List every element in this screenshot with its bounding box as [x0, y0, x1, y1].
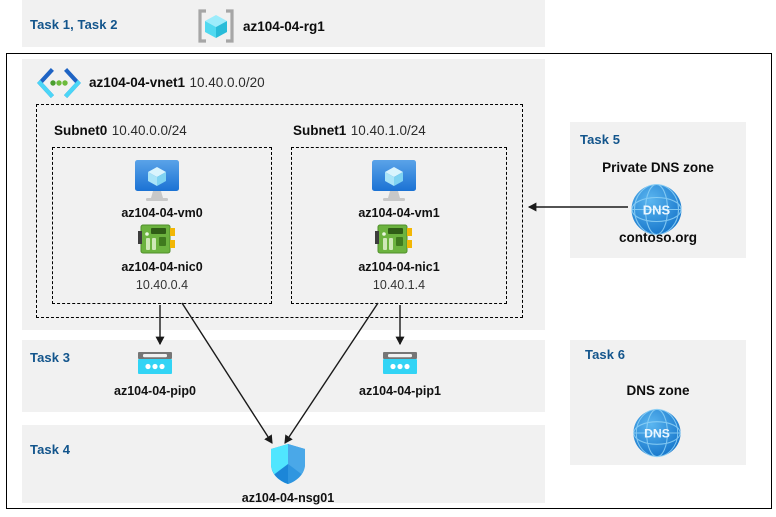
- public-ip-1-label: az104-04-pip1: [359, 384, 441, 398]
- subnet-0-name: Subnet0: [54, 123, 108, 138]
- private-dns-name: contoso.org: [619, 230, 697, 245]
- virtual-machine-icon: [129, 158, 185, 202]
- vnet-header: az104-04-vnet1 10.40.0.0/20: [36, 68, 265, 98]
- dns-globe-icon: DNS: [632, 408, 682, 458]
- resource-group-name: az104-04-rg1: [243, 18, 325, 34]
- nic-1-ip: 10.40.1.4: [372, 278, 426, 292]
- public-ip-1: az104-04-pip1: [345, 350, 455, 398]
- task-label-4: Task 4: [30, 442, 71, 457]
- dns-globe-icon: DNS: [630, 183, 683, 236]
- vnet-title-group: az104-04-vnet1 10.40.0.0/20: [89, 74, 265, 92]
- subnet-1-cidr: 10.40.1.0/24: [350, 123, 426, 138]
- vm-1-label: az104-04-vm1: [358, 206, 440, 220]
- virtual-network-icon: [36, 68, 82, 98]
- svg-text:DNS: DNS: [643, 203, 671, 218]
- svg-text:DNS: DNS: [644, 427, 670, 441]
- nic-0-ip: 10.40.0.4: [135, 278, 189, 292]
- resource-group-band: [22, 0, 545, 47]
- subnet-1-name: Subnet1: [293, 123, 347, 138]
- subnets-container: [36, 104, 523, 318]
- virtual-machine-icon: [366, 158, 422, 202]
- nic-0-label: az104-04-nic0: [121, 260, 203, 274]
- network-security-group-shield-icon: [268, 442, 348, 486]
- task-label-5: Task 5: [580, 132, 621, 147]
- vm-0-label: az104-04-vm0: [121, 206, 203, 220]
- task-label-1-2: Task 1, Task 2: [30, 17, 118, 32]
- subnet-1-inner-box: [291, 147, 507, 304]
- nsg-node: az104-04-nsg01: [228, 442, 348, 505]
- nsg-label: az104-04-nsg01: [241, 491, 335, 505]
- subnet-1: Subnet1 10.40.1.0/24 az104-04-vm1: [285, 114, 513, 310]
- task-label-6: Task 6: [585, 347, 626, 362]
- subnet-0-inner-box: [52, 147, 272, 304]
- public-ip-0: az104-04-pip0: [100, 350, 210, 398]
- public-ip-address-icon: [381, 350, 455, 378]
- public-dns-heading: DNS zone: [626, 383, 690, 398]
- public-ip-address-icon: [136, 350, 210, 378]
- nic-1-label: az104-04-nic1: [358, 260, 440, 274]
- network-interface-icon: [375, 222, 415, 256]
- vnet-cidr: 10.40.0.0/20: [189, 75, 265, 90]
- public-ip-0-label: az104-04-pip0: [114, 384, 196, 398]
- network-interface-icon: [138, 222, 178, 256]
- resource-group-header: az104-04-rg1: [196, 6, 325, 46]
- public-ip-band: [22, 340, 545, 412]
- task-label-3: Task 3: [30, 350, 71, 365]
- private-dns-heading: Private DNS zone: [602, 160, 714, 175]
- resource-group-cube-icon: [196, 6, 236, 46]
- vnet-name: az104-04-vnet1: [89, 75, 186, 90]
- subnet-0: Subnet0 10.40.0.0/24 az104-04-vm0: [46, 114, 278, 310]
- subnet-0-cidr: 10.40.0.0/24: [111, 123, 187, 138]
